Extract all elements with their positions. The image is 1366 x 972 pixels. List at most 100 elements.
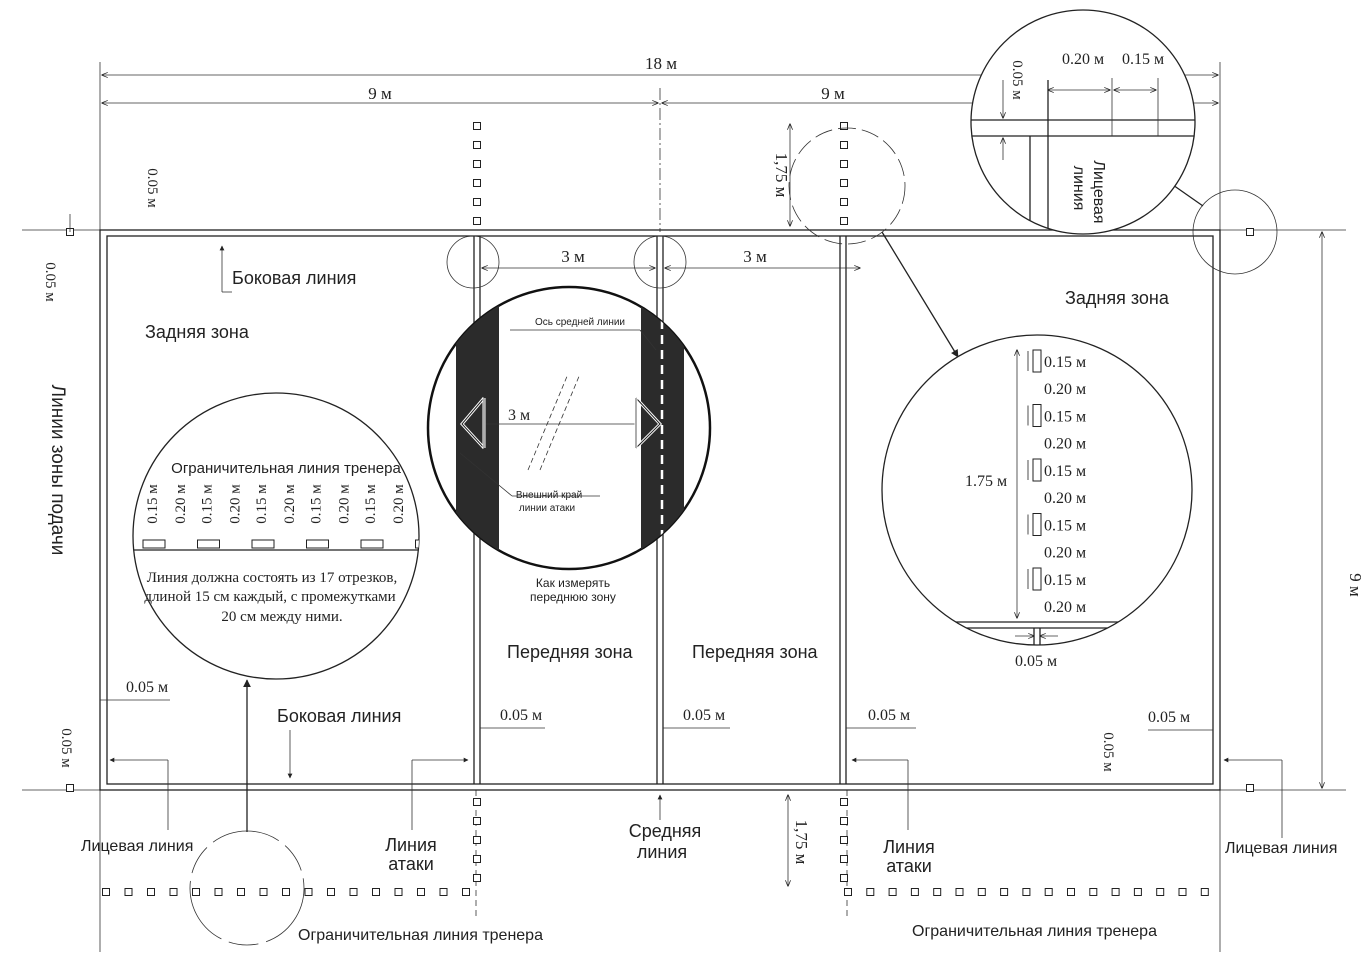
attack-ext-mark [473,179,481,187]
coach-line-mark [910,888,919,896]
coach-line-mark [304,888,313,896]
serv-detail-gap-label: 0.20 м [1044,599,1086,616]
coach-line-left-label: Ограничительная линия тренера [298,927,543,944]
dimension-9m-left: 9 м [102,84,658,103]
attack-ext-mark [473,836,481,844]
corner-gap: 0.20 м [1062,51,1104,68]
dim-9m-width-label: 9 м [1346,573,1365,597]
coach-detail-seg-label: 0.15 м [200,484,216,524]
coach-restriction-line [102,888,1209,896]
front-detail-edge-2: линии атаки [519,503,575,514]
serv-detail-segment [1032,404,1042,427]
corner-end-line-1: Лицевая [1090,160,1107,223]
coach-line-mark [124,888,133,896]
coach-detail-segment [251,539,275,549]
coach-line-mark [372,888,380,896]
coach-line-mark [192,888,200,896]
coach-line-mark [1089,888,1098,896]
attack-ext-mark [473,160,481,168]
dim-005-right-corner: 0.05 м [1100,732,1116,772]
coach-line-mark [237,888,245,896]
center-line-label-1: Средняя [629,821,702,841]
serv-detail-gap-label: 0.20 м [1044,545,1086,562]
coach-line-mark [394,888,403,896]
attack-line-extensions [473,122,848,882]
attack-line-right-label-1: Линия [883,837,935,857]
front-detail-edge-1: Внешний край [516,490,582,501]
serv-detail-segment [1032,513,1042,536]
coach-line-mark [439,888,448,896]
dim-175-bottom-label: 1,75 м [792,820,811,865]
highlight-circle-left [446,235,500,289]
dim-005-left-vertical: 0.05 м [42,262,58,302]
attack-ext-mark [473,855,481,863]
coach-line-mark [1000,888,1009,896]
front-caption-1: Как измерять [536,576,610,590]
coach-detail-title: Ограничительная линия тренера [171,460,401,477]
corner-width: 0.05 м [1009,60,1025,100]
attack-ext-mark [473,198,481,206]
front-zone-right-label: Передняя зона [692,642,819,662]
center-line-label-2: линия [637,842,687,862]
corner-end-line-2: линия [1070,166,1087,211]
dimension-3m-right: 3 м [665,247,860,268]
serv-detail-width: 0.05 м [1015,653,1057,670]
attack-ext-mark [473,798,481,806]
serv-detail-gap-label: 0.20 м [1044,381,1086,398]
coach-detail-segment [360,539,384,549]
corner-seg: 0.15 м [1122,51,1164,68]
dim-005-left-bottom: 0.05 м [126,679,168,696]
coach-detail-segment [197,539,220,549]
front-detail-axis: Ось средней линии [535,317,625,328]
dim-005-attack-left: 0.05 м [500,707,542,724]
attack-ext-mark [840,122,848,130]
attack-ext-mark [840,855,848,863]
attack-ext-mark [473,217,481,225]
coach-line-mark [282,888,290,896]
dim-005-right-bottom: 0.05 м [1148,709,1190,726]
coach-line-mark [349,888,358,896]
dimension-175-top: 1,75 м [772,124,791,226]
coach-line-mark [1200,888,1209,896]
coach-line-mark [1022,888,1031,896]
serv-detail-seg-label: 0.15 м [1044,409,1086,426]
coach-line-mark [1044,888,1053,896]
back-zone-right-label: Задняя зона [1065,288,1170,308]
coach-detail-segment [306,539,329,549]
coach-line-mark [214,888,223,896]
serv-detail-seg-label: 0.15 м [1044,518,1086,535]
coach-detail-seg-label: 0.15 м [418,484,434,524]
coach-note-2: длиной 15 см каждый, с промежутками [144,589,395,605]
coach-note-3: 20 см между ними. [221,609,342,625]
dimension-3m-left: 3 м [482,247,655,268]
attack-ext-mark [840,198,848,206]
serv-detail-segment [1032,349,1042,373]
attack-ext-mark [840,798,848,806]
attack-line-left-label-2: атаки [388,854,434,874]
coach-line-mark [888,888,897,896]
end-line-left-label: Лицевая линия [81,838,193,855]
serv-detail-seg-label: 0.15 м [1044,354,1086,371]
back-zone-left-label: Задняя зона [145,322,250,342]
serv-detail-gap-label: 0.20 м [1044,436,1086,453]
highlight-circle-center [633,235,687,289]
attack-ext-mark [473,122,481,130]
dim-9m-right-label: 9 м [821,84,845,103]
attack-ext-mark [473,817,481,825]
attack-ext-mark [840,217,848,225]
coach-detail-seg-label: 0.15 м [254,484,270,524]
coach-detail-gap-label: 0.20 м [391,484,407,524]
serv-detail-seg-label: 0.15 м [1044,572,1086,589]
service-zone-mark [1246,784,1254,792]
sideline-top-label: Боковая линия [232,268,356,288]
dim-175-top-label: 1,75 м [772,153,791,198]
dimension-9m-width: 9 м [1322,232,1365,788]
dim-3m-right-label: 3 м [743,247,767,266]
dim-005-top-left: 0.05 м [144,168,160,208]
serv-detail-total: 1.75 м [965,473,1007,490]
coach-detail-segment [142,539,166,549]
dim-9m-left-label: 9 м [368,84,392,103]
attack-ext-mark [840,179,848,187]
detail-front-zone: 3 м Ось средней линии Внешний край линии… [426,285,712,604]
